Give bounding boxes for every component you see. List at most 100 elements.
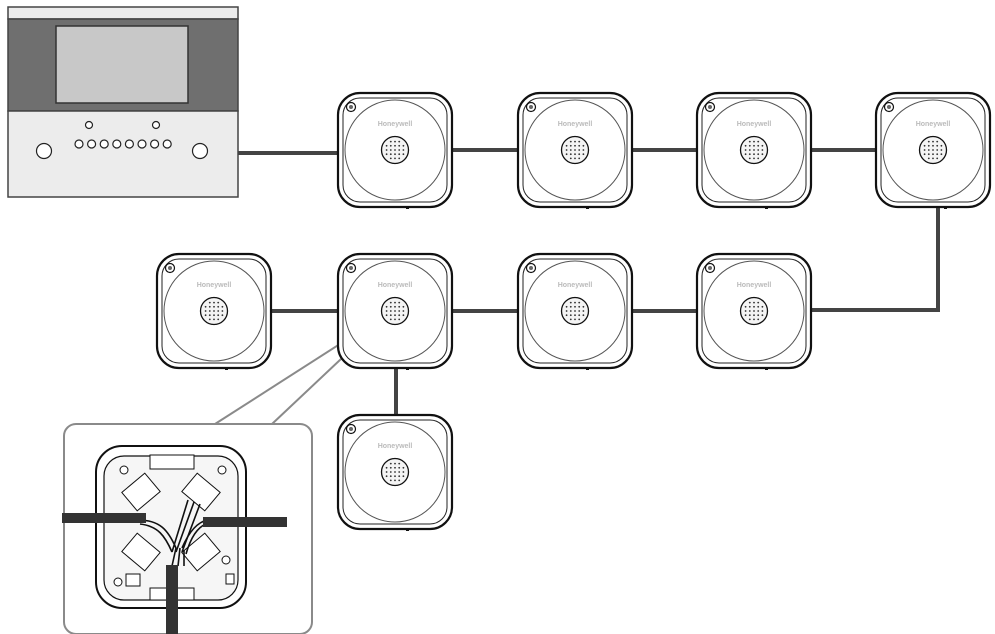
grill-hole [932, 157, 934, 160]
detector-brand-label: Honeywell [378, 121, 413, 128]
grill-hole [748, 157, 751, 160]
grill-hole [757, 301, 760, 304]
grill-hole [398, 462, 401, 465]
grill-hole [208, 305, 211, 308]
grill-hole [394, 301, 396, 304]
grill-hole [757, 305, 760, 308]
panel-screen [55, 25, 189, 104]
grill-hole [565, 310, 568, 312]
grill-hole [936, 144, 939, 147]
smoke-detector: Honeywell [336, 252, 454, 370]
grill-hole [757, 140, 760, 143]
detector-brand-label: Honeywell [197, 282, 232, 289]
grill-hole [389, 479, 392, 482]
detector-brand-label: Honeywell [737, 121, 772, 128]
grill-hole [927, 153, 930, 156]
grill-hole [389, 475, 392, 478]
grill-hole [574, 144, 576, 147]
grill-hole [748, 149, 751, 151]
grill-hole [208, 314, 211, 317]
grill-hole [748, 318, 751, 321]
grill-hole [932, 144, 934, 147]
grill-hole [569, 144, 572, 147]
grill-hole [398, 301, 401, 304]
grill-hole [574, 149, 576, 151]
grill-hole [932, 153, 934, 156]
grill-hole [757, 157, 760, 160]
grill-hole [574, 140, 576, 143]
grill-hole [761, 144, 764, 147]
smoke-detector: Honeywell [695, 252, 813, 370]
grill-hole [569, 314, 572, 317]
grill-hole [569, 157, 572, 160]
detector-housing-inner [701, 258, 807, 364]
grill-hole [582, 144, 585, 147]
grill-hole [753, 301, 755, 304]
grill-hole [213, 314, 215, 317]
detector-tab [406, 206, 409, 209]
panel-button-icon [162, 139, 172, 149]
grill-hole [761, 305, 764, 308]
base-screw-top-right [217, 465, 227, 475]
grill-hole [936, 157, 939, 160]
grill-hole [385, 475, 388, 478]
grill-hole [761, 314, 764, 317]
grill-hole [753, 310, 755, 312]
detector-base-detail [62, 423, 313, 634]
detector-housing-inner [522, 97, 628, 203]
grill-hole [569, 305, 572, 308]
grill-hole [402, 475, 405, 478]
grill-hole [398, 479, 401, 482]
control-panel [7, 6, 239, 198]
wire-detector-4-to-8 [810, 206, 940, 312]
grill-hole [578, 305, 581, 308]
panel-knob-right-icon [191, 142, 209, 160]
grill-hole [398, 314, 401, 317]
grill-hole [204, 305, 207, 308]
cable-bottom [166, 565, 178, 634]
grill-hole [927, 157, 930, 160]
detector-brand-label: Honeywell [558, 121, 593, 128]
grill-hole [757, 153, 760, 156]
smoke-detector: Honeywell [516, 252, 634, 370]
grill-hole [394, 466, 396, 469]
grill-hole [936, 140, 939, 143]
grill-hole [389, 318, 392, 321]
grill-hole [753, 140, 755, 143]
panel-button-icon [86, 139, 97, 149]
detector-tab [944, 206, 947, 209]
cable-left [62, 513, 146, 523]
grill-hole [578, 314, 581, 317]
grill-hole [569, 149, 572, 151]
detector-brand-label: Honeywell [558, 282, 593, 289]
grill-hole [744, 314, 747, 317]
grill-hole [394, 144, 396, 147]
detector-housing-inner [161, 258, 267, 364]
grill-hole [578, 301, 581, 304]
panel-button-icon [137, 139, 147, 149]
grill-hole [389, 466, 392, 469]
grill-hole [761, 310, 764, 312]
grill-hole [932, 140, 934, 143]
grill-hole [385, 314, 388, 317]
loop-wiring [238, 148, 940, 418]
detector-led-core [708, 266, 712, 270]
grill-hole [402, 466, 405, 469]
grill-hole [217, 301, 220, 304]
grill-hole [574, 157, 576, 160]
grill-hole [217, 314, 220, 317]
grill-hole [565, 314, 568, 317]
detector-tab [406, 367, 409, 370]
detector-brand-label: Honeywell [737, 282, 772, 289]
grill-hole [208, 310, 211, 312]
panel-button-row [74, 139, 172, 149]
grill-hole [753, 314, 755, 317]
grill-hole [402, 153, 405, 156]
grill-hole [744, 153, 747, 156]
grill-hole [389, 310, 392, 312]
detector-tab [406, 528, 409, 531]
grill-hole [402, 310, 405, 312]
smoke-detector: Honeywell [336, 91, 454, 209]
